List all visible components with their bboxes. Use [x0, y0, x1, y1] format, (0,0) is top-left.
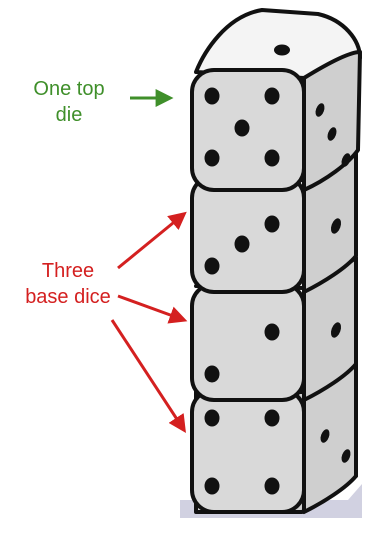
base-dice-label-line2: base dice	[25, 286, 111, 308]
top-die-label-line2: die	[55, 104, 83, 126]
base-dice-label: Three base dice	[6, 258, 130, 310]
base-arrow-lower	[110, 319, 186, 434]
base-dice-label-line1: Three	[41, 260, 95, 282]
top-die-label: One top die	[14, 76, 124, 128]
top-die-label-line1: One top	[33, 78, 105, 100]
base-arrow-upper	[117, 211, 187, 270]
base-arrow-middle	[117, 294, 188, 324]
base-die-3	[190, 358, 358, 514]
top-die	[190, 8, 362, 192]
